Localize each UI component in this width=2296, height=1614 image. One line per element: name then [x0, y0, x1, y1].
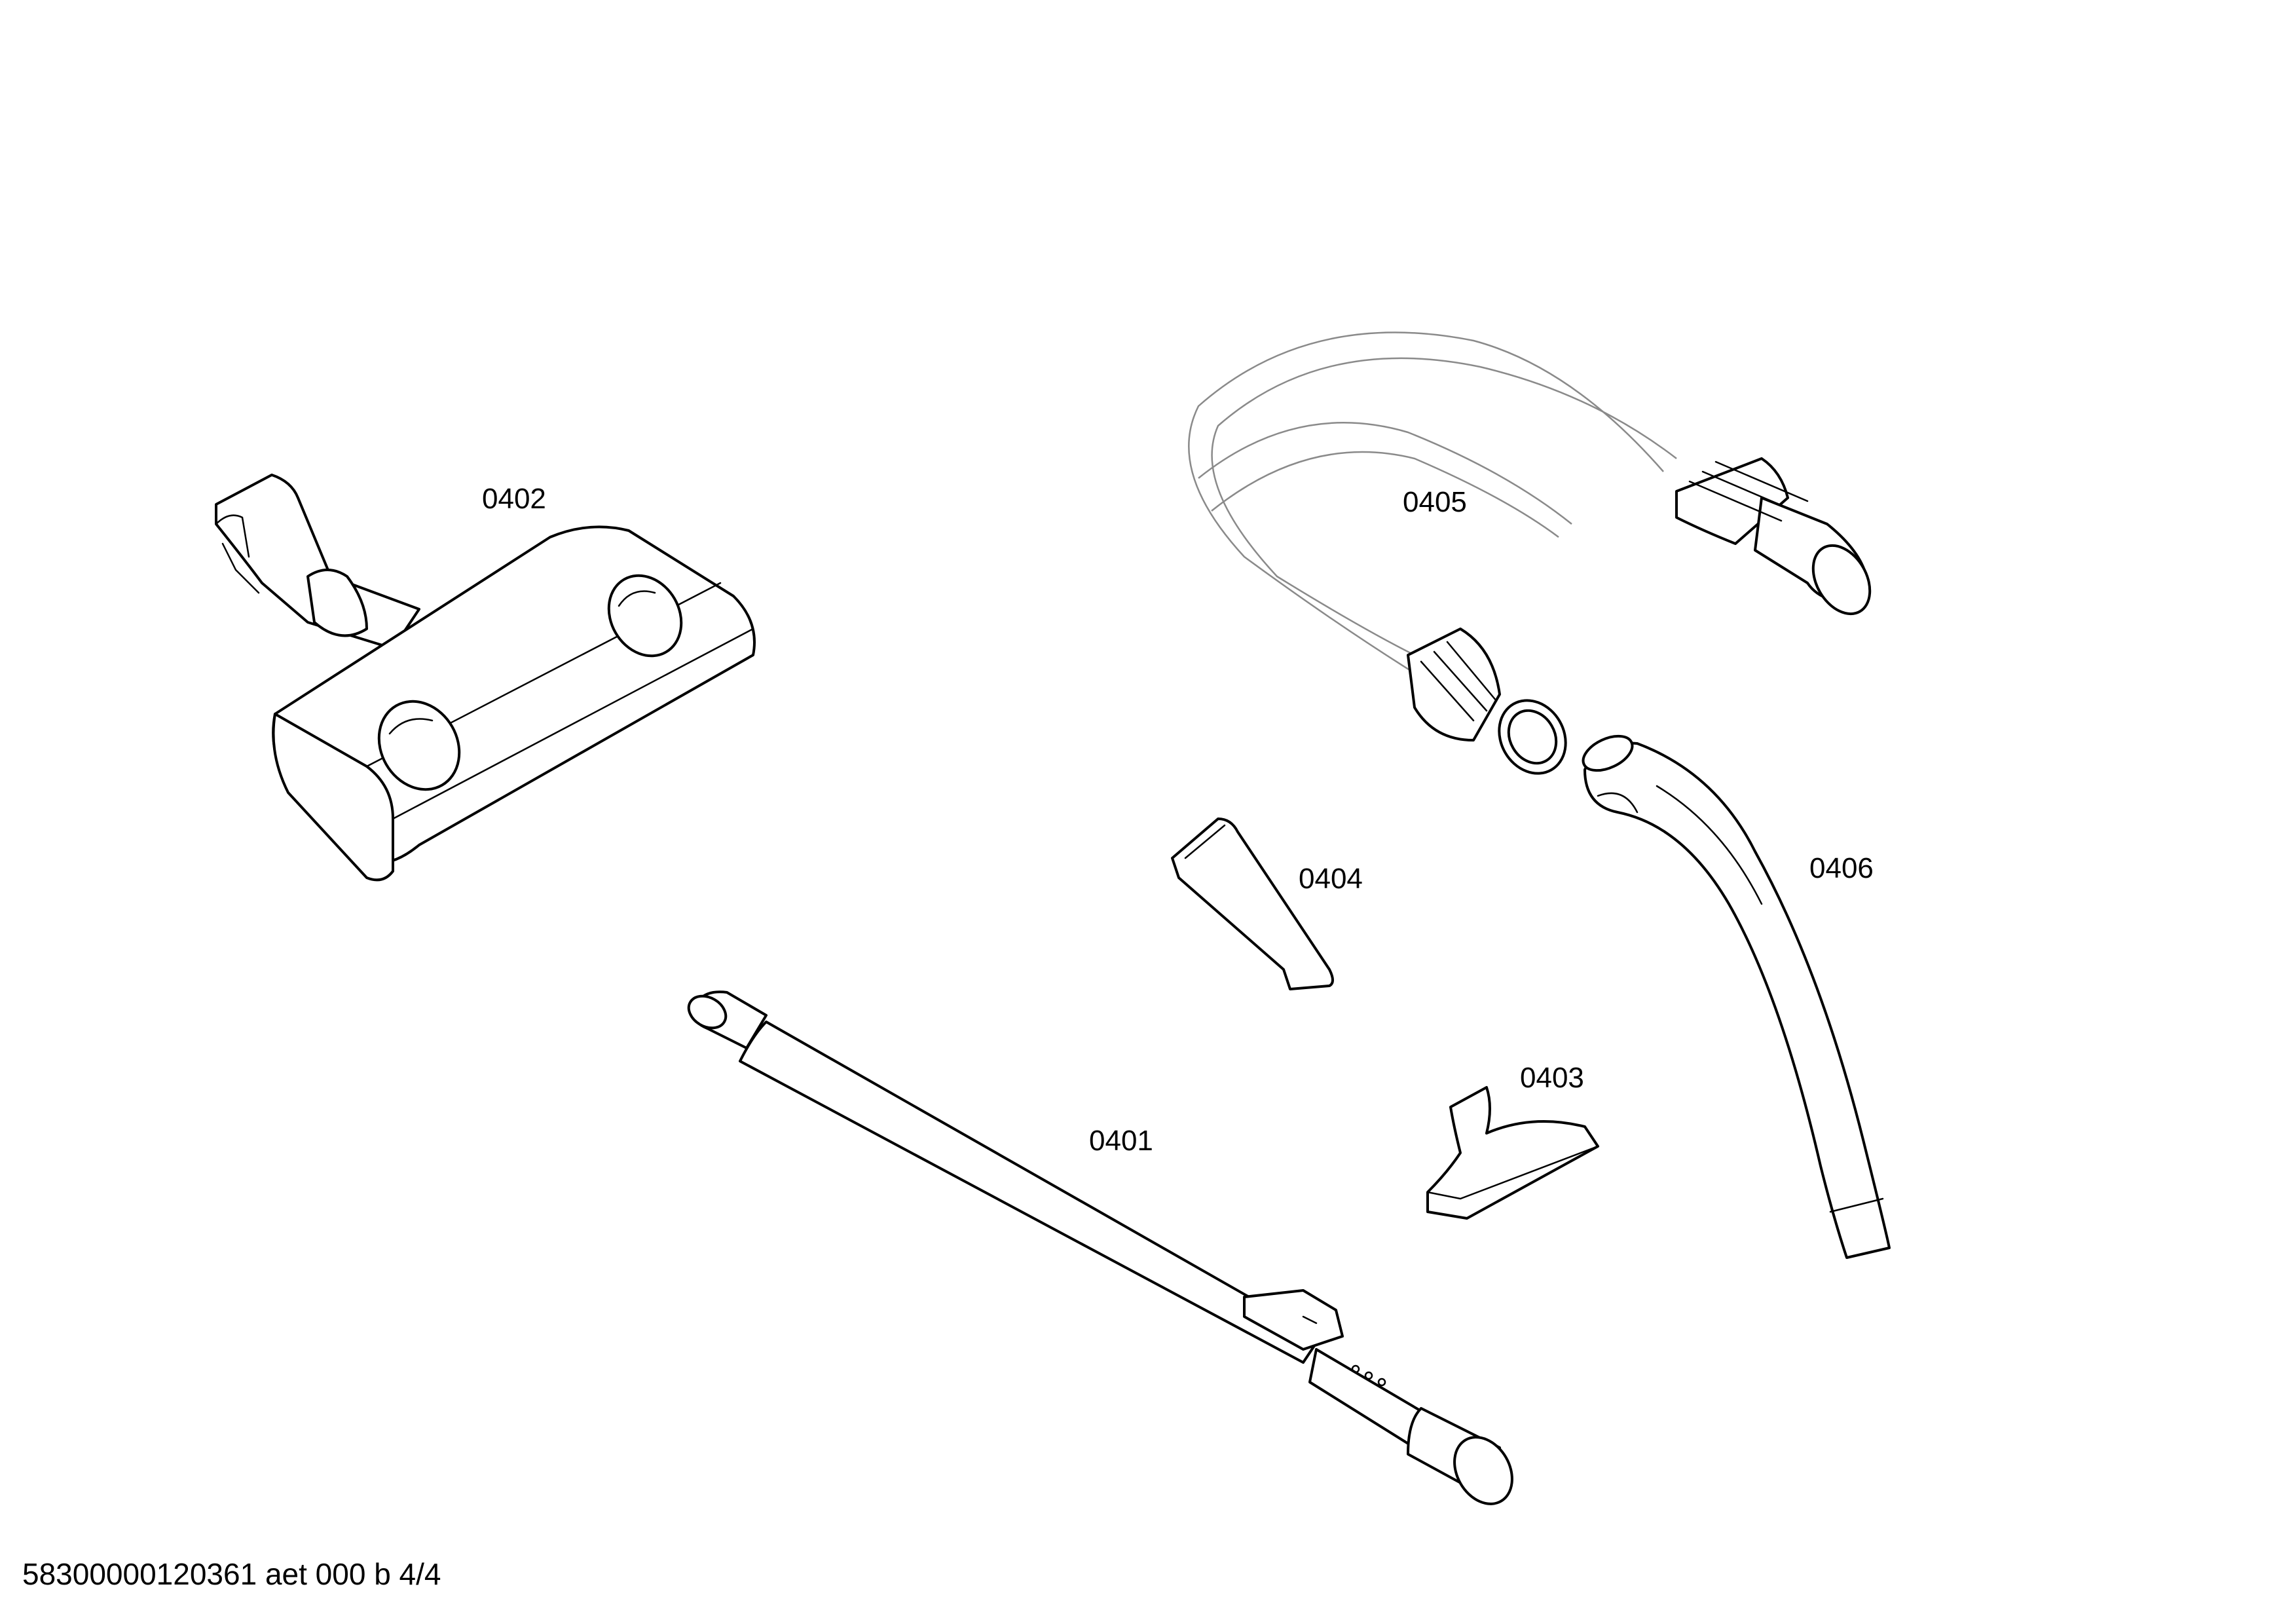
crevice-nozzle	[1171, 817, 1334, 990]
part-label-0404: 0404	[1299, 863, 1363, 895]
suction-hose	[1188, 331, 1872, 775]
part-label-0406: 0406	[1809, 852, 1874, 884]
telescopic-tube	[687, 990, 1513, 1505]
part-label-0401: 0401	[1089, 1125, 1153, 1157]
hose-handle	[1582, 734, 1891, 1259]
upholstery-nozzle	[1426, 1086, 1599, 1220]
part-label-0402: 0402	[482, 483, 546, 515]
floor-nozzle	[215, 474, 756, 882]
part-label-0405: 0405	[1403, 486, 1467, 518]
part-label-0403: 0403	[1520, 1062, 1584, 1094]
drawing-reference-footer: 58300000120361 aet 000 b 4/4	[22, 1557, 441, 1591]
